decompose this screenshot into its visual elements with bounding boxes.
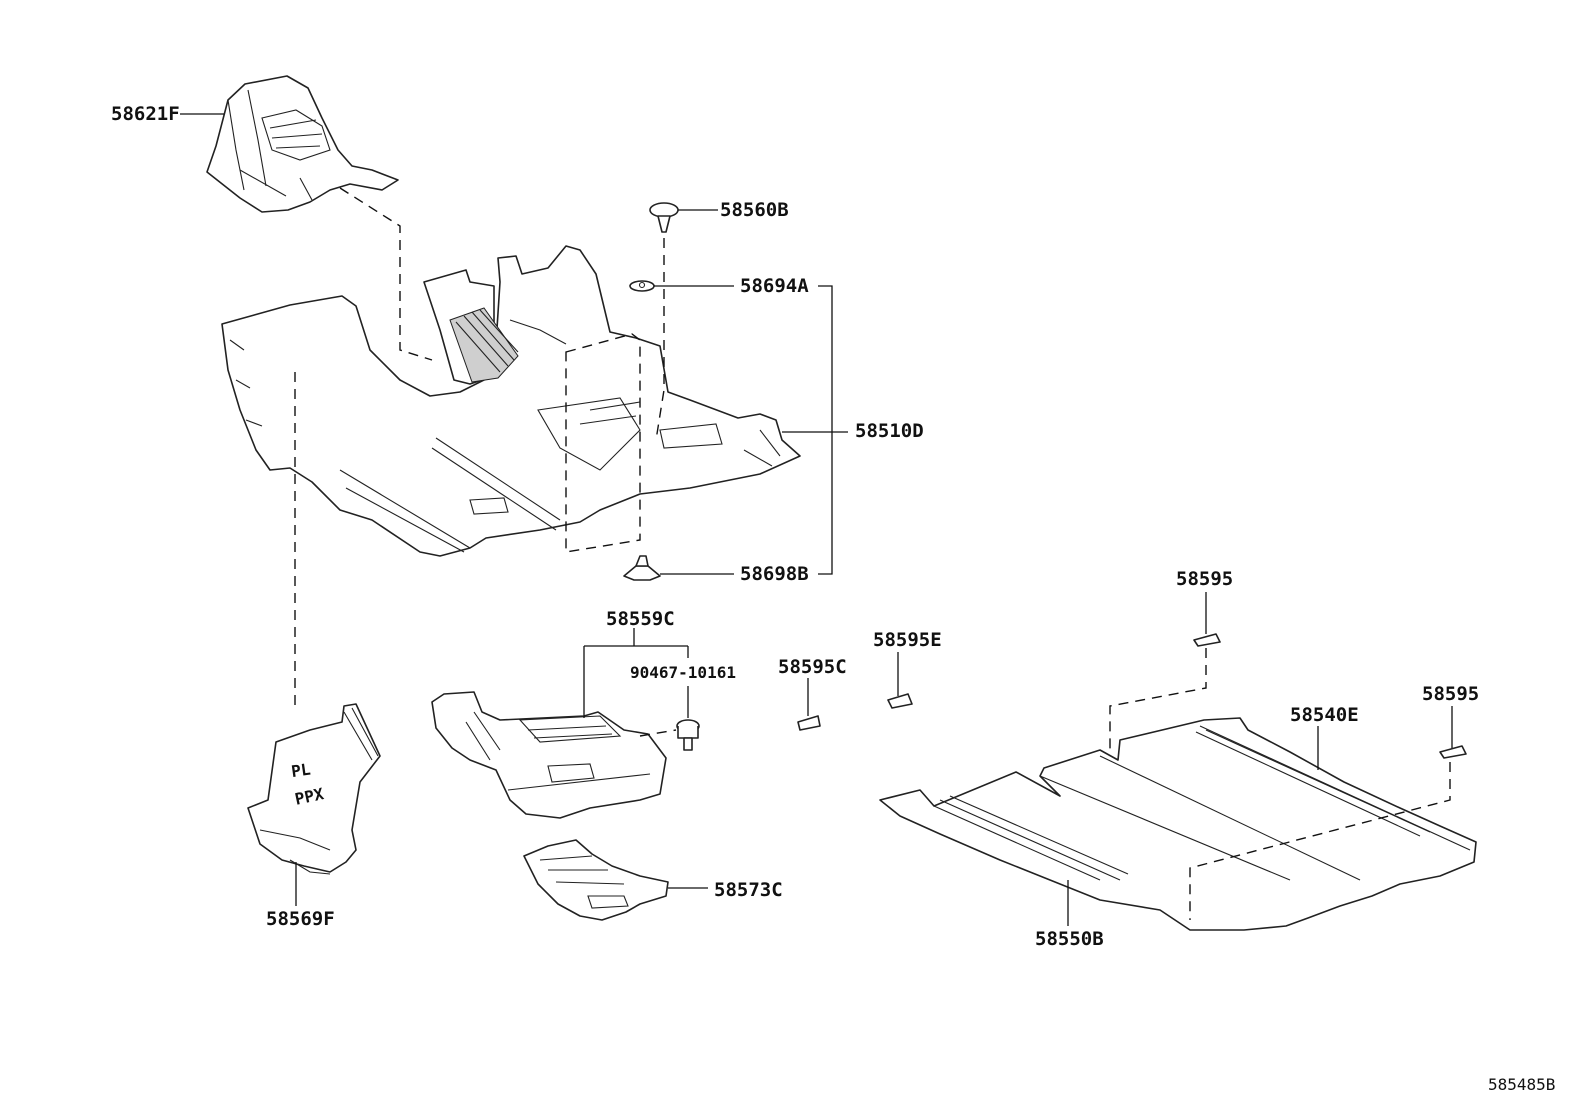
leader-lines: [180, 113, 1453, 926]
part-58573C-drawing: [523, 839, 669, 921]
marking-pl: PL: [290, 760, 312, 781]
callout-58559C: 58559C: [606, 608, 675, 630]
pad-58595-right-drawing: [1439, 745, 1467, 759]
callout-58595C: 58595C: [778, 656, 847, 678]
bolt-90467-10161-drawing: [676, 719, 700, 751]
part-58510D-drawing: [221, 245, 801, 557]
part-58621F-drawing: [206, 75, 399, 213]
callout-58595-upper: 58595: [1176, 568, 1233, 590]
callout-58621F: 58621F: [111, 103, 180, 125]
callout-58698B: 58698B: [740, 563, 809, 585]
callout-58595E: 58595E: [873, 629, 942, 651]
part-58559C-drawing: [431, 691, 667, 819]
clip-58560B-drawing: [649, 202, 679, 233]
callout-58560B: 58560B: [720, 199, 789, 221]
callout-58550B: 58550B: [1035, 928, 1104, 950]
pad-58595C-drawing: [797, 715, 821, 731]
part-58550B-drawing: [879, 717, 1477, 931]
diagram-id: 585485B: [1488, 1075, 1555, 1094]
pad-58595E-drawing: [887, 693, 913, 709]
part-58569F-drawing: [247, 703, 381, 875]
callout-58510D: 58510D: [855, 420, 924, 442]
clip-58698B-drawing: [623, 555, 661, 581]
callout-90467-10161: 90467-10161: [630, 663, 736, 682]
callout-58595-right: 58595: [1422, 683, 1479, 705]
callout-58540E: 58540E: [1290, 704, 1359, 726]
pad-58595-upper-drawing: [1193, 633, 1221, 647]
callout-58569F: 58569F: [266, 908, 335, 930]
callout-58694A: 58694A: [740, 275, 809, 297]
callout-58573C: 58573C: [714, 879, 783, 901]
assembly-lines: [294, 187, 1451, 920]
clip-58694A-drawing: [629, 280, 655, 292]
